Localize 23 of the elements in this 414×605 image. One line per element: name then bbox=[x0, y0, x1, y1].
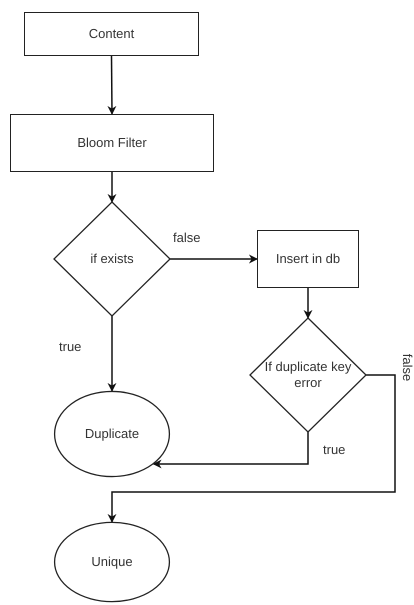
terminal-ellipse bbox=[54, 391, 170, 477]
decision-diamond bbox=[250, 318, 366, 432]
node-label: If duplicate key error bbox=[264, 359, 352, 391]
arrow bbox=[108, 316, 116, 392]
decision-diamond bbox=[54, 202, 170, 316]
arrow bbox=[304, 288, 312, 319]
node-label: Unique bbox=[91, 554, 133, 570]
node-label: if exists bbox=[90, 251, 134, 267]
process-box bbox=[10, 114, 214, 172]
node-label: Insert in db bbox=[276, 251, 340, 267]
terminal-ellipse bbox=[54, 522, 170, 602]
edge-label: false bbox=[400, 352, 414, 382]
arrow bbox=[107, 56, 116, 115]
arrow bbox=[152, 432, 309, 468]
arrow bbox=[108, 172, 116, 203]
node-label: Content bbox=[88, 26, 134, 42]
node-label: Duplicate bbox=[84, 426, 140, 442]
node-label: Bloom Filter bbox=[77, 135, 147, 151]
process-box bbox=[24, 12, 199, 56]
arrow bbox=[108, 374, 396, 523]
process-box bbox=[257, 230, 359, 288]
arrow bbox=[170, 254, 258, 264]
edge-label: false bbox=[172, 230, 202, 245]
